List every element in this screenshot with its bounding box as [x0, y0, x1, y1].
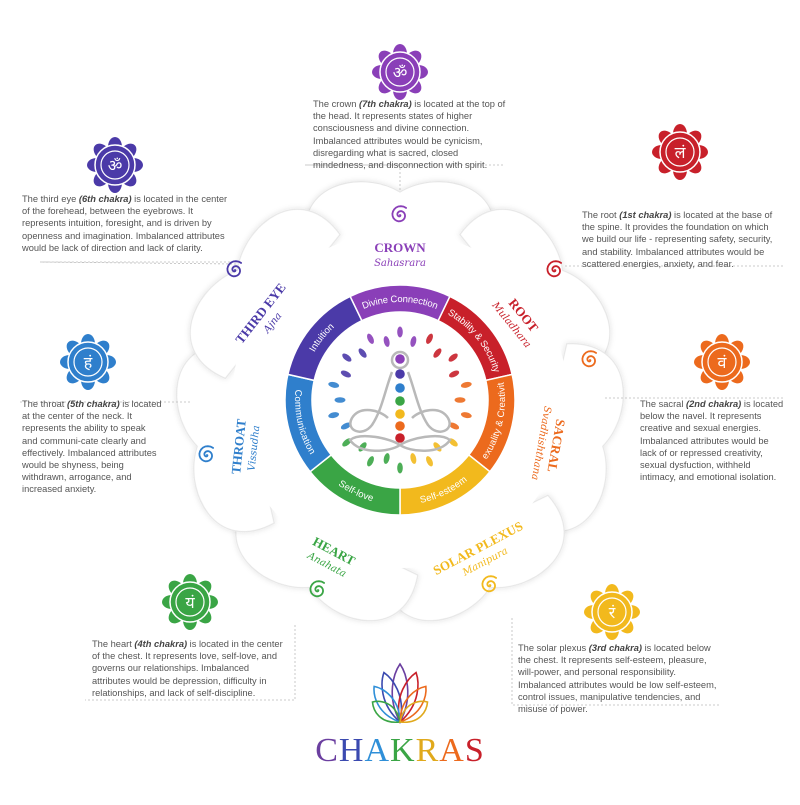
- sacral-chakra-icon: वं: [694, 334, 750, 390]
- seed-mark: [433, 348, 442, 358]
- title-letter: A: [364, 732, 391, 769]
- body-chakra-dot: [395, 369, 405, 379]
- body-chakra-dot: [395, 421, 405, 431]
- thirdeye-description: The third eye (6th chakra) is located in…: [22, 194, 228, 253]
- lotus-petal: [397, 671, 419, 724]
- title-letter: R: [415, 732, 440, 769]
- solar-plexus-chakra-icon: रं: [584, 584, 640, 640]
- seed-mark: [328, 381, 340, 388]
- solar-plexus-description: The solar plexus (3rd chakra) is located…: [518, 643, 717, 715]
- throat-sanskrit: Vissudha: [247, 425, 263, 472]
- connector-lines: [20, 164, 785, 706]
- connector-line: [85, 625, 296, 701]
- seed-mark: [367, 456, 374, 467]
- lotus-petal: [391, 662, 409, 724]
- seed-mark: [358, 348, 367, 358]
- throat-chakra-icon: हं: [60, 334, 116, 390]
- seed-mark: [448, 370, 460, 378]
- seed-mark: [426, 333, 433, 344]
- seed-mark: [383, 453, 390, 464]
- heart-chakra-icon: यं: [162, 574, 218, 630]
- petal-label-crown: CROWN Sahasrara: [374, 240, 426, 269]
- title-letter: H: [338, 732, 365, 769]
- seed-mark: [397, 326, 403, 338]
- seed-mark: [340, 370, 352, 378]
- heart-description: The heart (4th chakra) is located in the…: [92, 639, 283, 698]
- spiral-icon: [198, 445, 214, 463]
- connector-line: [39, 261, 237, 265]
- chakra-icons: ॐ लं वं रं यं हं ॐ: [60, 44, 750, 640]
- crown-chakra-om-icon: ॐ: [372, 44, 428, 100]
- title-letter: A: [439, 732, 465, 769]
- title-letter: K: [390, 732, 416, 769]
- seed-mark: [410, 336, 417, 347]
- chakra-glyph: लं: [675, 143, 687, 162]
- root-description: The root (1st chakra) is located at the …: [582, 210, 773, 269]
- lotus-petal: [381, 671, 403, 724]
- connector-line: [511, 618, 720, 706]
- body-chakra-dot: [395, 396, 405, 406]
- crown-description: The crown (7th chakra) is located at the…: [313, 99, 506, 171]
- body-chakra-dot: [395, 354, 405, 364]
- crown-sanskrit: Sahasrara: [374, 258, 426, 269]
- spiral-icon: [391, 205, 407, 223]
- seed-mark: [328, 412, 340, 419]
- flower-petals: [176, 181, 624, 622]
- lotus-logo: [371, 662, 429, 724]
- spiral-icon: [546, 260, 562, 278]
- spiral-icon: [309, 580, 325, 598]
- spiral-icon: [226, 260, 242, 278]
- seed-mark: [340, 422, 352, 430]
- throat-name: THROAT: [228, 418, 249, 475]
- lotus-petal: [371, 700, 401, 723]
- seed-mark: [383, 336, 390, 347]
- sacral-description: The sacral (2nd chakra) is located below…: [640, 399, 784, 483]
- chakra-glyph: यं: [185, 593, 195, 612]
- seed-mark: [397, 462, 403, 474]
- lotus-petal: [399, 700, 429, 723]
- seed-mark: [334, 397, 346, 403]
- spiral-icon: [481, 575, 497, 593]
- petal: [189, 208, 341, 380]
- body-chakra-dot: [395, 409, 405, 419]
- lotus-petal: [373, 685, 401, 724]
- seed-mark: [410, 453, 417, 464]
- root-chakra-icon: लं: [652, 124, 708, 180]
- chakra-glyph: ॐ: [108, 156, 123, 175]
- chakra-glyph: हं: [84, 353, 93, 372]
- seed-ring: [328, 326, 472, 474]
- title-letter: C: [315, 732, 339, 769]
- seed-mark: [448, 353, 458, 362]
- title-letter: S: [464, 732, 485, 769]
- body-chakra-dot: [395, 433, 405, 443]
- chakra-glyph: रं: [609, 603, 616, 622]
- third-eye-chakra-icon: ॐ: [87, 137, 143, 193]
- meditating-figure: [348, 350, 452, 452]
- seed-mark: [460, 381, 472, 388]
- chakras-title: CHAKRAS: [0, 732, 800, 770]
- chakra-glyph: वं: [718, 353, 728, 372]
- seed-mark: [342, 353, 352, 362]
- throat-description: The throat (5th chakra) is located at th…: [22, 399, 162, 495]
- seed-mark: [454, 397, 466, 403]
- seed-mark: [448, 422, 460, 430]
- connector-line: [305, 164, 505, 190]
- crown-name: CROWN: [374, 240, 426, 255]
- ring-segment-thirdeye: [286, 295, 363, 382]
- lotus-petal: [399, 685, 427, 724]
- body-chakra-dot: [395, 383, 405, 393]
- seed-mark: [426, 456, 433, 467]
- spiral-icon: [581, 350, 597, 368]
- seed-mark: [367, 333, 374, 344]
- seed-mark: [460, 412, 472, 419]
- chakra-glyph: ॐ: [393, 63, 408, 82]
